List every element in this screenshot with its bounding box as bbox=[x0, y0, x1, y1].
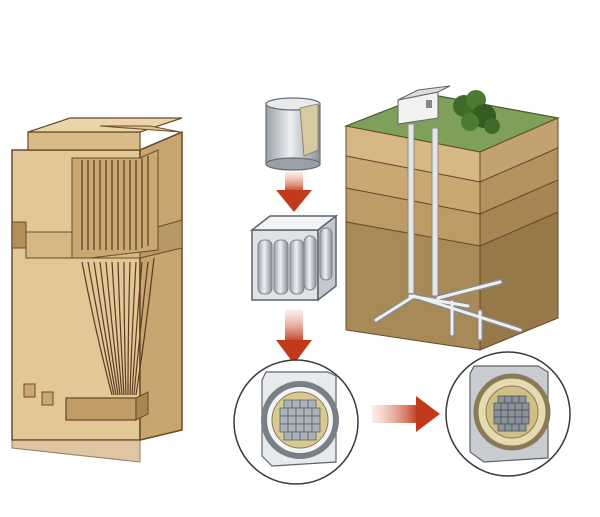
process-arrow-1 bbox=[276, 172, 312, 212]
canister-packaging bbox=[249, 214, 339, 302]
waste-package-cross-section bbox=[233, 359, 359, 485]
spent-fuel-canister bbox=[265, 97, 321, 171]
sealed-tunnel-cross-section bbox=[445, 351, 571, 477]
geological-repository bbox=[343, 85, 561, 351]
fuel-rods bbox=[81, 156, 155, 396]
process-arrow-2 bbox=[276, 310, 312, 364]
reactor-building bbox=[11, 117, 183, 463]
process-arrow-3 bbox=[372, 396, 440, 432]
tree-icon bbox=[453, 90, 500, 134]
